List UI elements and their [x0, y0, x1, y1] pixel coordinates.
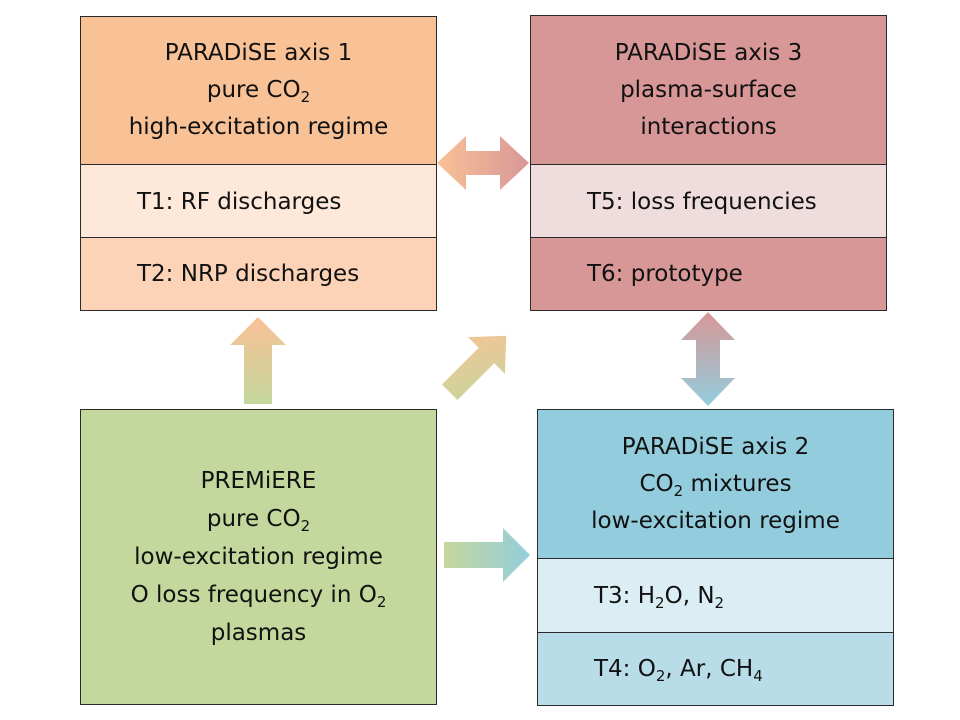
premiere-text: PREMiERE pure CO2 low-excitation regime … [81, 410, 436, 704]
axis3-box: PARADiSE axis 3 plasma-surface interacti… [530, 15, 887, 311]
arrow-premiere-to-axis2 [444, 528, 530, 582]
premiere-plasmas: plasmas [210, 620, 307, 646]
axis1-task-t1: T1: RF discharges [81, 164, 436, 238]
task-t2-label: T2: NRP discharges [137, 261, 360, 287]
axis2-header: PARADiSE axis 2 CO2 mixtures low-excitat… [538, 410, 893, 559]
premiere-loss: O loss frequency in O2 [130, 582, 387, 611]
axis2-box: PARADiSE axis 2 CO2 mixtures low-excitat… [537, 409, 894, 706]
task-t5-label: T5: loss frequencies [587, 188, 817, 215]
axis3-header: PARADiSE axis 3 plasma-surface interacti… [531, 16, 886, 165]
axis1-header: PARADiSE axis 1 pure CO2 high-excitation… [81, 17, 436, 165]
axis2-task-t4: T4: O2, Ar, CH4 [538, 632, 893, 705]
axis2-task-t3: T3: H2O, N2 [538, 558, 893, 633]
arrow-premiere-to-axis1 [230, 317, 286, 404]
premiere-regime: low-excitation regime [134, 544, 383, 570]
axis3-task-t5: T5: loss frequencies [531, 164, 886, 238]
axis1-regime: high-excitation regime [128, 114, 389, 140]
double-arrow-axis3-axis2 [681, 312, 735, 406]
task-t6-label: T6: prototype [587, 261, 743, 287]
task-t4-label: T4: O2, Ar, CH4 [594, 656, 763, 685]
axis3-task-t6: T6: prototype [531, 237, 886, 310]
double-arrow-axis1-axis3 [437, 136, 529, 190]
axis1-task-t2: T2: NRP discharges [81, 237, 436, 310]
axis2-title: PARADiSE axis 2 [621, 433, 810, 460]
task-t3-label: T3: H2O, N2 [594, 583, 725, 612]
axis2-regime: low-excitation regime [591, 507, 840, 534]
task-t1-label: T1: RF discharges [137, 188, 342, 215]
axis3-subtitle: plasma-surface [620, 76, 797, 103]
premiere-box: PREMiERE pure CO2 low-excitation regime … [80, 409, 437, 705]
axis1-title: PARADiSE axis 1 [164, 40, 353, 66]
premiere-gas: pure CO2 [206, 506, 311, 535]
axis3-title: PARADiSE axis 3 [614, 39, 803, 66]
axis1-gas: pure CO2 [206, 77, 311, 106]
arrow-premiere-to-axis3 [441, 335, 507, 401]
axis1-box: PARADiSE axis 1 pure CO2 high-excitation… [80, 16, 437, 311]
axis3-subtitle-2: interactions [640, 113, 777, 140]
axis2-gas: CO2 mixtures [639, 470, 792, 500]
premiere-title: PREMiERE [200, 468, 317, 494]
